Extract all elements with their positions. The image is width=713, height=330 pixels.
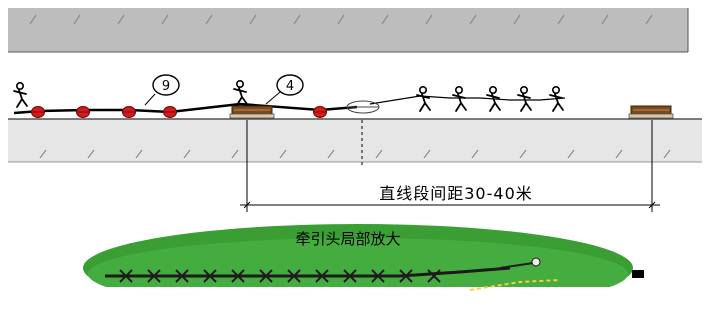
hatch-mark: [327, 149, 335, 159]
hatch-mark: [513, 14, 521, 25]
hatch-mark: [557, 14, 565, 25]
marker-9: 9: [144, 74, 180, 106]
hatch-mark: [375, 149, 383, 159]
svg-text:4: 4: [286, 79, 294, 94]
hatch-mark: [423, 149, 431, 159]
roller-icon: [313, 106, 327, 118]
trench-floor: [8, 118, 702, 163]
hatch-mark: [519, 149, 527, 159]
zoom-link: [399, 269, 413, 283]
hatch-mark: [293, 14, 301, 25]
hatch-mark: [29, 14, 37, 25]
worker-icon: [452, 85, 467, 112]
hatch-mark: [615, 149, 623, 159]
hatch-mark: [87, 149, 95, 159]
hatch-mark: [601, 14, 609, 25]
hatch-mark: [279, 149, 287, 159]
cable-line: [13, 95, 566, 115]
zoom-title: 牵引头局部放大: [295, 230, 400, 248]
tunnel-top-wall: [8, 8, 689, 53]
worker-icon: [13, 81, 28, 108]
zoom-link: [343, 269, 357, 283]
hatch-mark: [117, 14, 125, 25]
zoom-link: [203, 269, 217, 283]
hatch-mark: [249, 14, 257, 25]
pulling-head-icon: [346, 100, 380, 114]
hatch-mark: [337, 14, 345, 25]
hatch-mark: [135, 149, 143, 159]
worker-icon: [233, 79, 248, 106]
hatch-mark: [205, 14, 213, 25]
roller-icon: [31, 106, 45, 118]
hatch-mark: [381, 14, 389, 25]
svg-text:9: 9: [162, 79, 170, 94]
zoom-link: [147, 269, 161, 283]
hatch-mark: [73, 14, 81, 25]
spacing-label: 直线段间距30-40米: [379, 184, 533, 203]
worker-icon: [517, 85, 532, 112]
hatch-mark: [161, 14, 169, 25]
spacing-dimension: [240, 120, 660, 212]
winch-block-icon: [229, 105, 275, 119]
hatch-mark: [39, 149, 47, 159]
roller-icon: [163, 106, 177, 118]
zoom-link: [259, 269, 273, 283]
hatch-mark: [425, 14, 433, 25]
zoom-link: [427, 269, 441, 283]
hatch-mark: [663, 149, 671, 159]
hatch-mark: [231, 149, 239, 159]
zoom-link: [287, 269, 301, 283]
winch-block-icon: [628, 105, 674, 119]
zoom-link: [119, 269, 133, 283]
hatch-mark: [567, 149, 575, 159]
hatch-mark: [471, 149, 479, 159]
hatch-mark: [183, 149, 191, 159]
roller-icon: [76, 106, 90, 118]
zoom-link: [315, 269, 329, 283]
marker-4: 4: [265, 74, 304, 105]
hatch-mark: [469, 14, 477, 25]
zoom-link: [231, 269, 245, 283]
pulling-head-zoom: [60, 224, 670, 327]
roller-icon: [122, 106, 136, 118]
worker-icon: [416, 85, 431, 112]
zoom-link: [371, 269, 385, 283]
hatch-mark: [645, 14, 653, 25]
zoom-link: [175, 269, 189, 283]
